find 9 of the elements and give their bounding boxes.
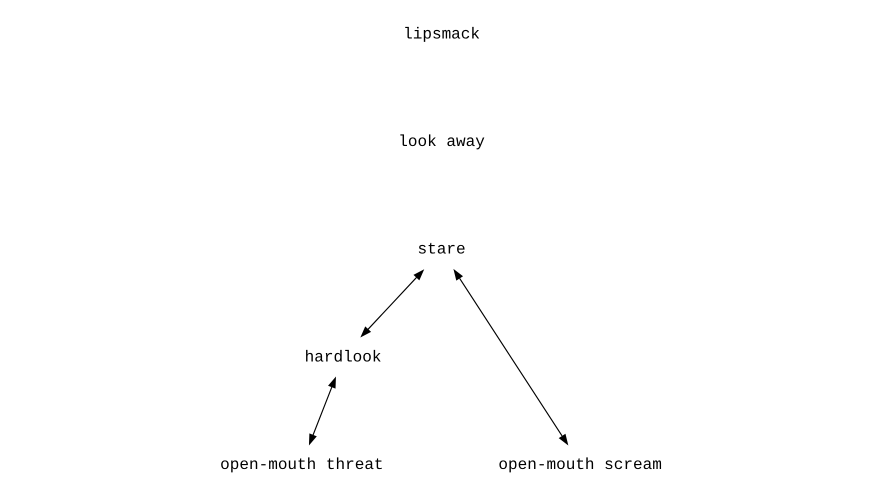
arrow bbox=[360, 268, 424, 338]
arrow bbox=[308, 376, 336, 446]
node-text: open-mouth threat bbox=[220, 456, 384, 474]
label: look away bbox=[398, 132, 484, 151]
node-text: hardlook bbox=[304, 348, 382, 366]
node-text: stare bbox=[417, 240, 466, 258]
node-text: open-mouth scream bbox=[498, 456, 662, 474]
arrow bbox=[452, 268, 568, 445]
label: lipsmack bbox=[402, 24, 480, 43]
